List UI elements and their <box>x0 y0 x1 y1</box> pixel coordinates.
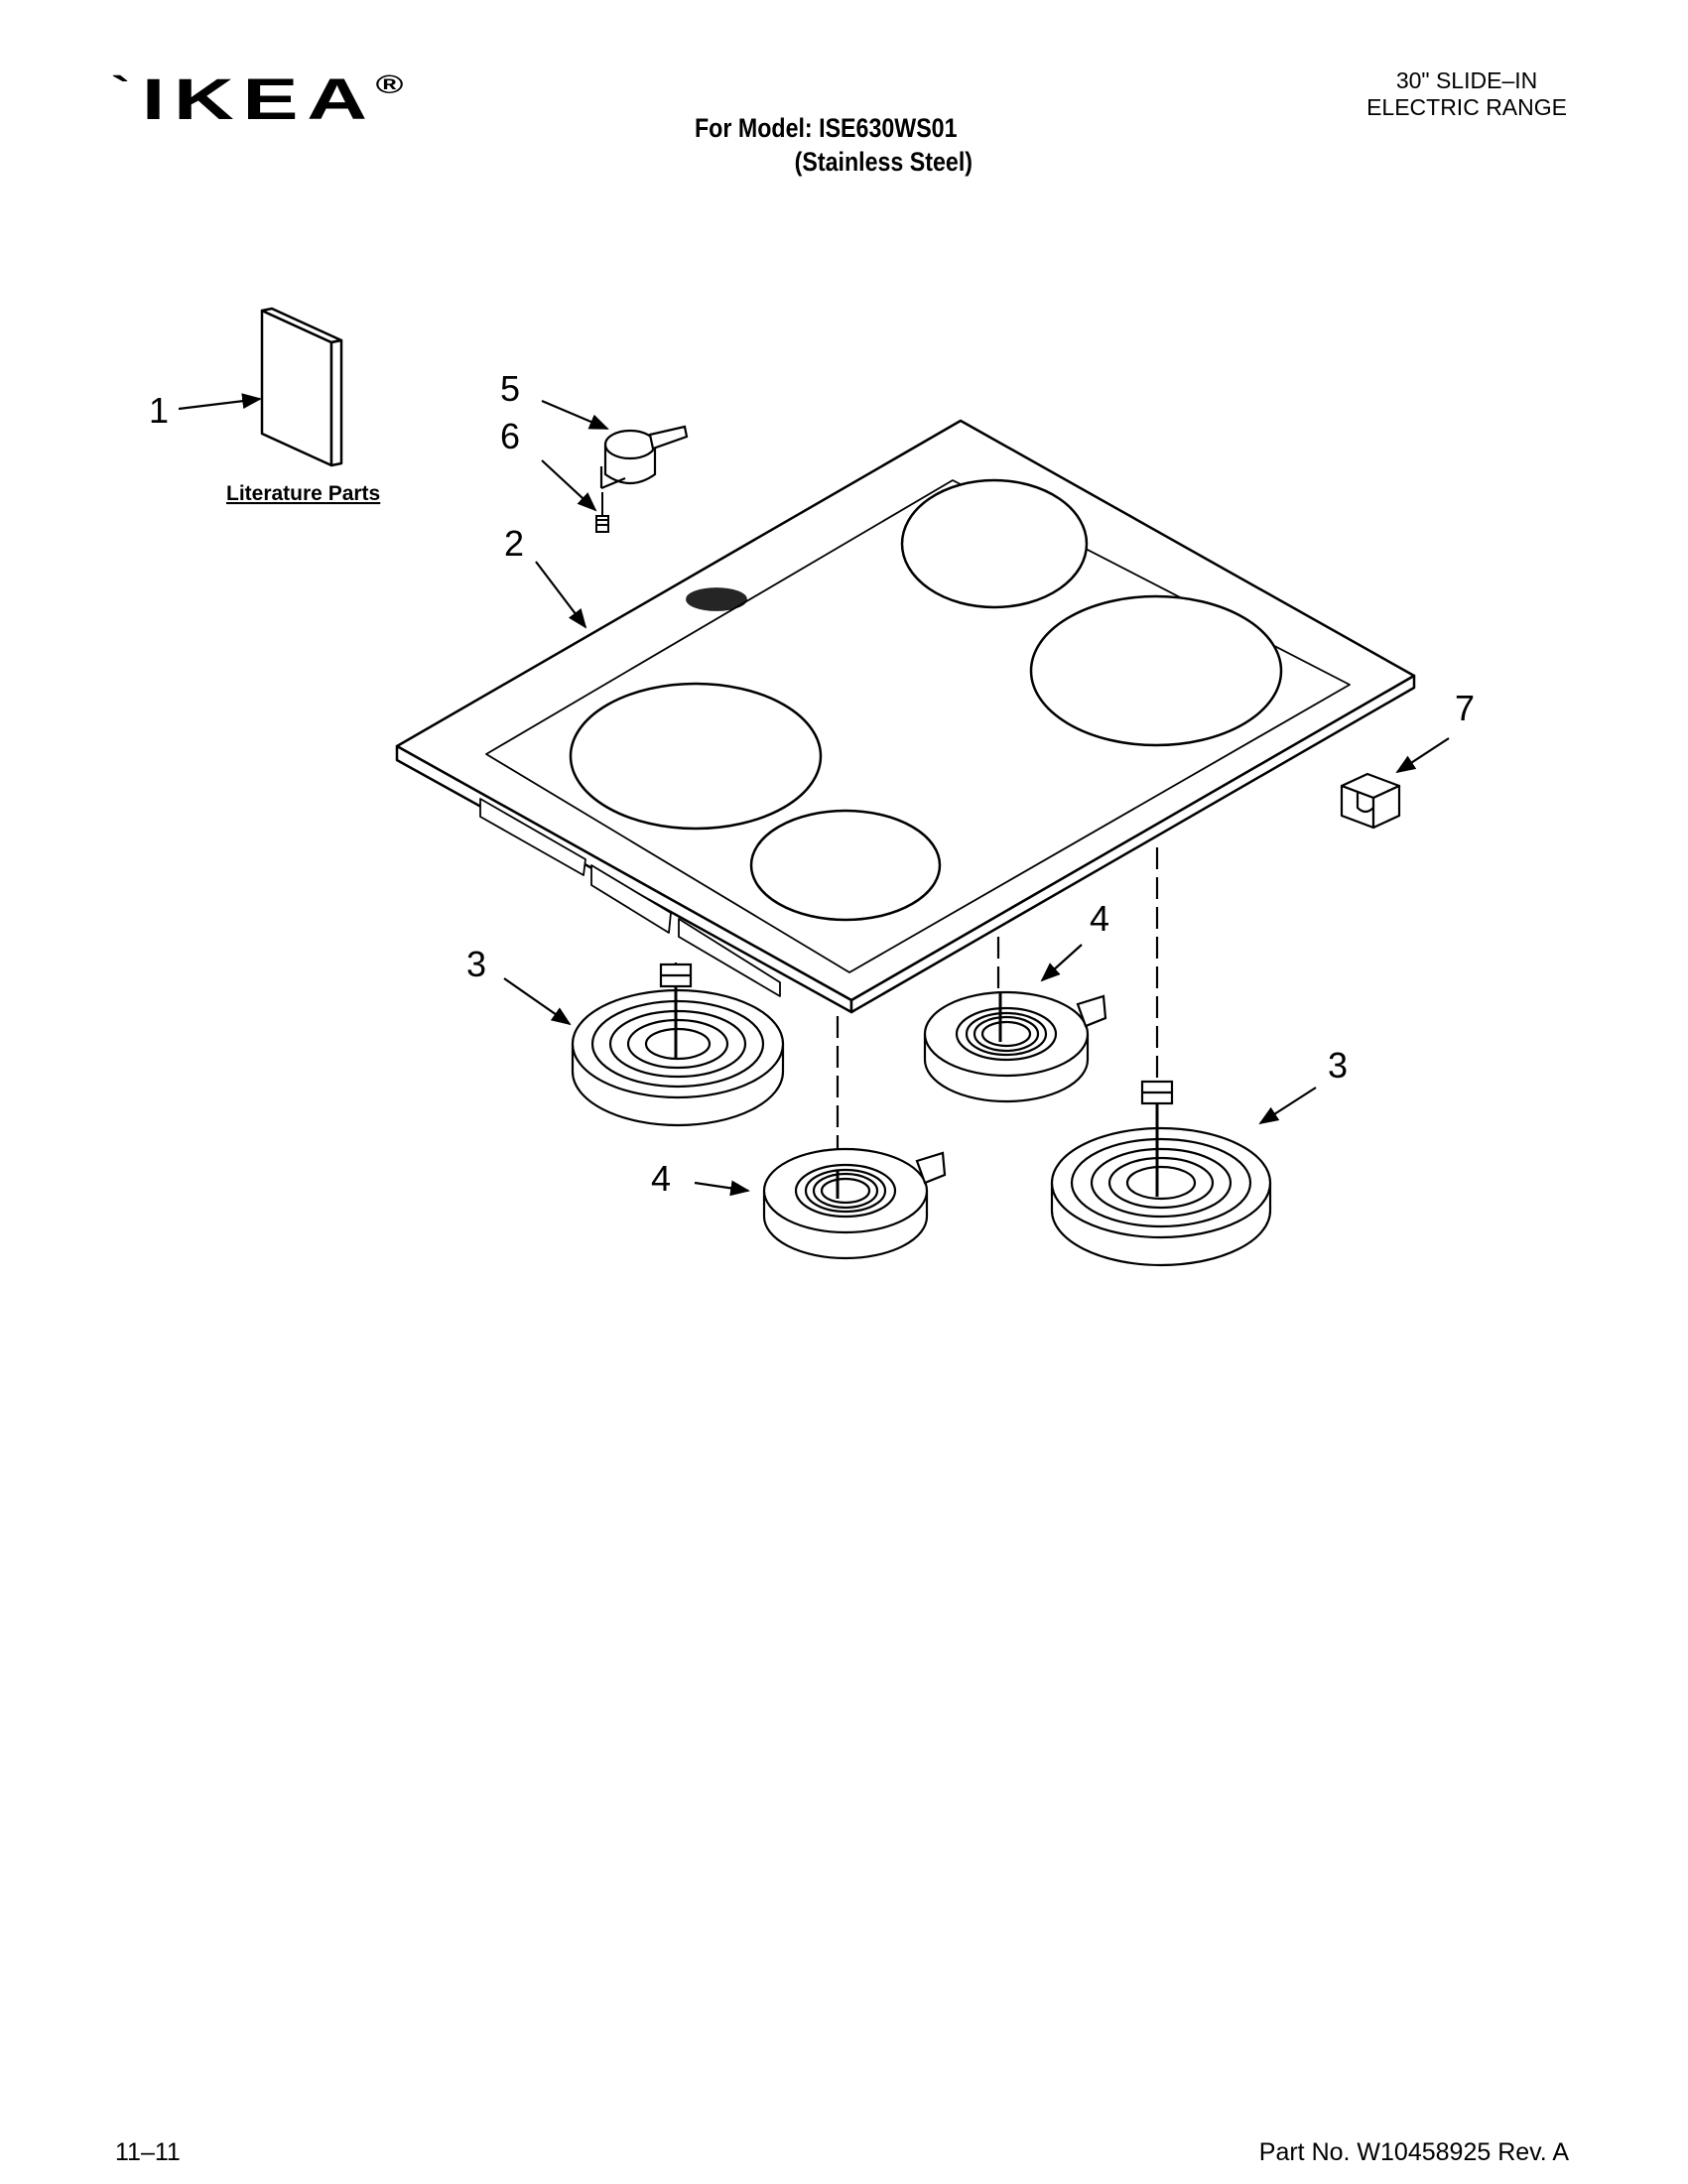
ikea-logo: `IKEA® <box>111 71 403 129</box>
callout-leader-arrows <box>178 393 1450 1197</box>
model-finish: (Stainless Steel) <box>794 147 973 177</box>
callout-4-center: 4 <box>1090 898 1109 939</box>
product-line-2: ELECTRIC RANGE <box>1366 94 1567 120</box>
product-description: 30" SLIDE–IN ELECTRIC RANGE <box>1366 67 1567 121</box>
bracket-icon <box>1340 772 1401 830</box>
left-rear-burner-ring-icon <box>569 682 823 831</box>
callout-7: 7 <box>1455 688 1475 728</box>
callout-3-left: 3 <box>466 944 486 984</box>
limit-switch-icon <box>599 425 689 490</box>
callout-5: 5 <box>500 368 520 409</box>
mounting-screw-icon <box>595 492 609 533</box>
radiant-element-large-right-icon <box>1050 1080 1272 1267</box>
literature-parts-label: Literature Parts <box>226 482 380 505</box>
date-code: 11–11 <box>115 2138 181 2166</box>
right-front-burner-ring-icon <box>1029 594 1283 747</box>
callout-4-front: 4 <box>651 1158 671 1199</box>
radiant-element-small-front-icon <box>762 1147 947 1260</box>
left-front-burner-ring-icon <box>749 809 942 922</box>
logo-wordmark: IKEA <box>141 67 376 132</box>
right-rear-burner-ring-icon <box>900 478 1089 609</box>
logo-tick-mark: ` <box>111 69 140 113</box>
callout-1: 1 <box>149 390 169 431</box>
callout-2: 2 <box>504 523 524 564</box>
registered-mark: ® <box>375 69 404 99</box>
callout-3-right: 3 <box>1328 1045 1348 1086</box>
cooktop-panel-icon <box>395 419 1416 1014</box>
part-number: Part No. W10458925 Rev. A <box>1258 2138 1569 2166</box>
literature-booklet-icon <box>260 307 343 467</box>
product-line-1: 30" SLIDE–IN <box>1395 67 1538 93</box>
callout-6: 6 <box>500 416 520 456</box>
radiant-element-small-center-icon <box>923 990 1107 1103</box>
model-heading: For Model: ISE630WS01 (Stainless Steel) <box>695 111 973 179</box>
radiant-element-large-left-icon <box>571 963 785 1127</box>
model-number: For Model: ISE630WS01 <box>695 113 958 143</box>
cooktop-burner-rings <box>569 478 1283 922</box>
